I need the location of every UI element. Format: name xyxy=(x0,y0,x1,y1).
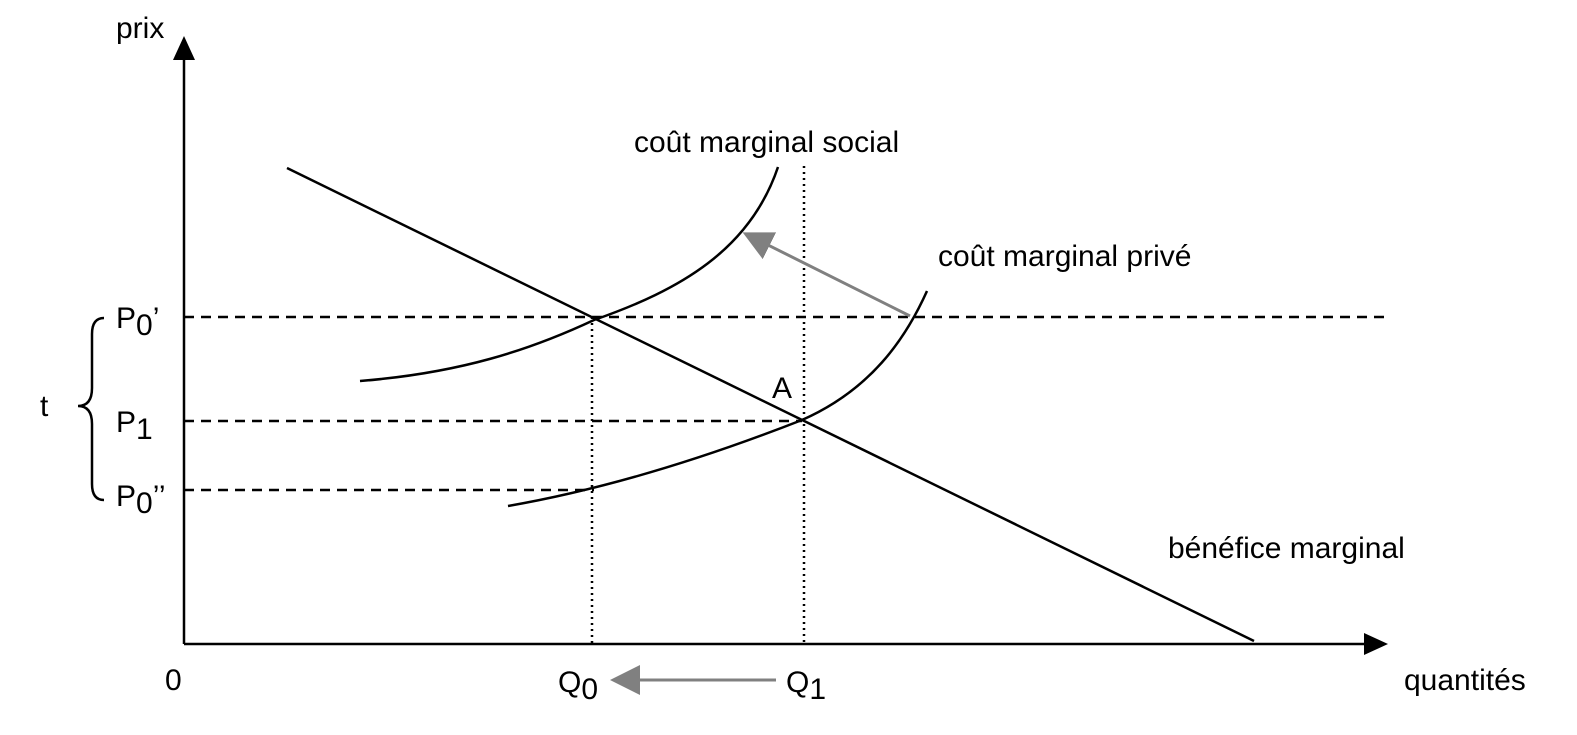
y-axis-arrowhead xyxy=(173,36,195,60)
q1-label: Q1 xyxy=(786,666,826,706)
social-marginal-cost-curve xyxy=(359,166,780,383)
marginal-benefit-curve xyxy=(286,166,1255,643)
private-marginal-cost-curve xyxy=(507,290,929,508)
tax-label: t xyxy=(40,390,49,423)
marginal-benefit-label: bénéfice marginal xyxy=(1168,532,1405,565)
tax-brace xyxy=(77,316,105,502)
p0-prime-label: P0’ xyxy=(116,302,159,342)
y-axis-label: prix xyxy=(116,12,164,45)
x-axis-arrowhead xyxy=(1364,633,1388,655)
p1-label: P1 xyxy=(116,406,153,446)
private-cost-label: coût marginal privé xyxy=(938,240,1191,273)
equilibrium-point-a-label: A xyxy=(772,372,792,405)
supply-shift-arrow xyxy=(742,232,911,318)
x-axis-label: quantités xyxy=(1404,664,1526,697)
p0-double-prime-label: P0’’ xyxy=(116,480,166,520)
social-cost-label: coût marginal social xyxy=(634,126,899,159)
origin-label: 0 xyxy=(165,664,182,697)
q0-label: Q0 xyxy=(558,666,598,706)
